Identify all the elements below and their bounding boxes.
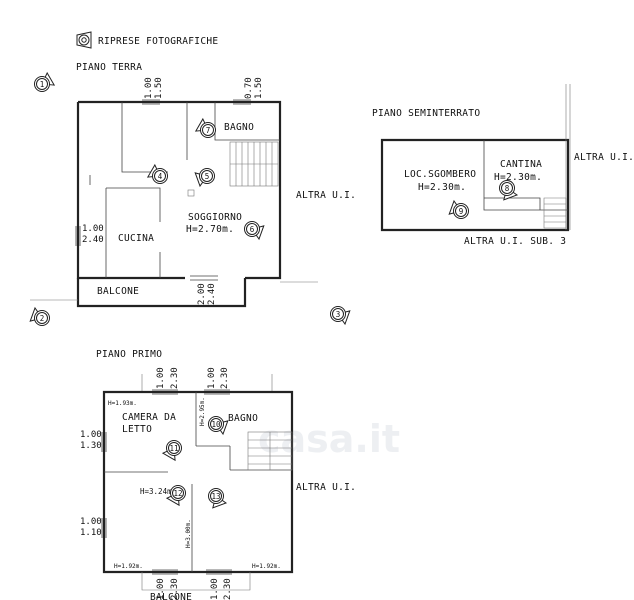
photo-point-number: 11 <box>169 444 178 453</box>
basement-storage-label: LOC.SGOMBERO <box>404 169 476 180</box>
ground-w1-width: 1.00 <box>144 77 154 99</box>
photo-point-number: 13 <box>211 492 220 501</box>
ground-w4-height: 2.40 <box>207 283 217 305</box>
first-w3-height: 1.30 <box>80 441 102 451</box>
photo-point-13: 13 <box>208 488 228 509</box>
first-floor-title: PIANO PRIMO <box>96 349 162 360</box>
photo-point-9: 9 <box>448 199 469 219</box>
ground-w1-height: 1.50 <box>154 77 164 99</box>
ground-w2-width: 0.70 <box>244 77 254 99</box>
photo-point-10: 10 <box>208 416 229 436</box>
first-floor-plan: PIANO PRIMO 1.00 2.30 1.00 2.30 1.00 1.3… <box>80 349 356 600</box>
watermark: casa.it <box>258 417 400 461</box>
first-adjacent-label: ALTRA U.I. <box>296 482 356 493</box>
photo-point-number: 5 <box>205 172 210 181</box>
first-w5-width: 1.00 <box>156 578 166 600</box>
ground-w2-height: 1.50 <box>254 77 264 99</box>
first-floor-stairs <box>247 431 293 471</box>
legend: RIPRESE FOTOGRAFICHE <box>76 31 218 49</box>
ground-w3-height: 2.40 <box>82 235 104 245</box>
basement-floor-title: PIANO SEMINTERRATO <box>372 108 480 119</box>
photo-point-1: 1 <box>34 71 56 92</box>
basement-storage-height: H=2.30m. <box>418 182 466 193</box>
photo-point-8: 8 <box>499 180 519 201</box>
basement-adjacent-right: ALTRA U.I. <box>574 152 634 163</box>
first-w4-height: 1.10 <box>80 528 102 538</box>
ground-floor-title: PIANO TERRA <box>76 62 142 73</box>
ground-floor-plan: PIANO TERRA 1.00 1.50 0.70 1.50 1.00 2.4… <box>30 62 356 308</box>
photo-point-number: 12 <box>173 489 182 498</box>
ground-adjacent-label: ALTRA U.I. <box>296 190 356 201</box>
photo-point-number: 7 <box>206 126 211 135</box>
photo-point-number: 1 <box>40 80 45 89</box>
photo-point-number: 2 <box>40 314 45 323</box>
first-w6-width: 1.00 <box>210 578 220 600</box>
first-w1-width: 1.00 <box>156 367 166 389</box>
photo-point-number: 3 <box>336 310 341 319</box>
first-height-h3: H=3.24m. <box>140 487 176 496</box>
first-height-h5: H=1.92m. <box>114 563 143 570</box>
first-bedroom-label-1: CAMERA DA <box>122 412 176 423</box>
ground-living-label: SOGGIORNO <box>188 212 242 223</box>
first-height-h1: H=1.93m. <box>108 400 137 407</box>
photo-point-number: 9 <box>459 207 464 216</box>
basement-adjacent-bottom: ALTRA U.I. SUB. 3 <box>464 236 566 247</box>
photo-point-number: 4 <box>158 172 163 181</box>
basement-stairs <box>543 197 567 229</box>
first-height-h4: H=3.00m. <box>185 519 192 548</box>
first-w2-height: 2.30 <box>220 367 230 389</box>
first-bath-label: BAGNO <box>228 413 258 424</box>
photo-point-5: 5 <box>194 168 215 188</box>
camera-view-icon <box>76 31 92 49</box>
first-w5-height: 2.30 <box>170 578 180 600</box>
first-w6-height: 2.30 <box>223 578 233 600</box>
ground-bath-label: BAGNO <box>224 122 254 133</box>
basement-cellar-height: H=2.30m. <box>494 172 542 183</box>
ground-balcony-label: BALCONE <box>97 286 139 297</box>
first-w4-width: 1.00 <box>80 517 102 527</box>
photo-point-7: 7 <box>194 117 216 138</box>
first-height-h6: H=1.92m. <box>252 563 281 570</box>
first-height-h2: H=2.95m. <box>199 397 206 426</box>
photo-point-4: 4 <box>146 163 168 184</box>
first-w1-height: 2.30 <box>170 367 180 389</box>
first-balcony-label: BALCONE <box>150 592 192 600</box>
ground-living-height: H=2.70m. <box>186 224 234 235</box>
photo-point-2: 2 <box>29 306 50 326</box>
stairs <box>229 141 279 187</box>
photo-point-number: 8 <box>505 184 510 193</box>
basement-floor-plan: PIANO SEMINTERRATO LOC.SGOMBERO H=2.30m.… <box>372 84 634 247</box>
photo-point-11: 11 <box>161 440 182 462</box>
first-bedroom-label-2: LETTO <box>122 424 152 435</box>
photo-point-3: 3 <box>330 306 351 326</box>
photo-point-number: 6 <box>250 225 255 234</box>
ground-w4-width: 2.00 <box>197 283 207 305</box>
first-w2-width: 1.00 <box>207 367 217 389</box>
photo-point-6: 6 <box>244 221 265 241</box>
photo-point-number: 10 <box>211 420 221 429</box>
photo-point-12: 12 <box>165 485 186 507</box>
legend-label: RIPRESE FOTOGRAFICHE <box>98 36 218 47</box>
ground-w3-width: 1.00 <box>82 224 104 234</box>
first-w3-width: 1.00 <box>80 430 102 440</box>
ground-kitchen-label: CUCINA <box>118 233 154 244</box>
basement-cellar-label: CANTINA <box>500 159 542 170</box>
